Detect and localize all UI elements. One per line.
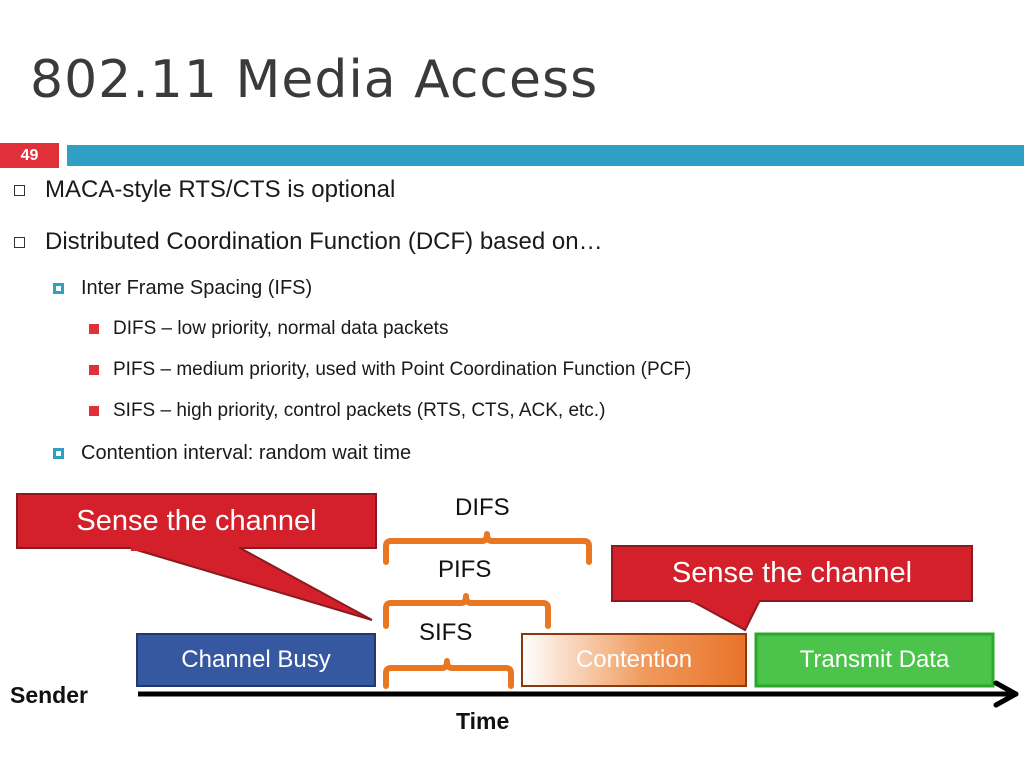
red-square-bullet-icon [89,365,99,375]
sense-channel-callout-right [611,545,973,632]
bullet-dcf: Distributed Coordination Function (DCF) … [14,228,603,256]
pifs-brace [383,593,551,629]
pifs-label: PIFS [438,556,492,583]
bullet-text: Distributed Coordination Function (DCF) … [45,228,603,255]
difs-label: DIFS [455,494,510,521]
bullet-ifs: Inter Frame Spacing (IFS) [53,277,312,300]
bullet-text: Contention interval: random wait time [81,442,412,464]
slide-number-badge: 49 [0,143,59,168]
bullet-contention: Contention interval: random wait time [53,442,411,465]
difs-brace [383,531,592,565]
sense-channel-callout-left [16,493,377,621]
bullet-text: SIFS – high priority, control packets (R… [113,400,606,421]
blue-square-bullet-icon [53,283,64,294]
contention-box [521,633,747,687]
blue-square-bullet-icon [53,448,64,459]
hollow-square-bullet-icon [14,185,25,196]
bullet-text: DIFS – low priority, normal data packets [113,318,449,339]
red-square-bullet-icon [89,406,99,416]
callout-right-text: Sense the channel [671,557,913,589]
bullet-rts-cts: MACA-style RTS/CTS is optional [14,176,395,204]
transmit-data-label: Transmit Data [799,646,950,673]
channel-busy-label: Channel Busy [181,646,331,673]
bullet-text: MACA-style RTS/CTS is optional [45,176,396,203]
red-square-bullet-icon [89,324,99,334]
hollow-square-bullet-icon [14,237,25,248]
sender-label: Sender [10,682,88,708]
slide-title: 802.11 Media Access [30,50,599,110]
contention-label: Contention [575,646,693,673]
sifs-label: SIFS [419,619,473,646]
callout-left-text: Sense the channel [76,504,317,537]
sifs-brace [383,658,514,689]
bullet-text: Inter Frame Spacing (IFS) [81,277,313,299]
channel-busy-box [136,633,376,687]
bullet-difs: DIFS – low priority, normal data packets [89,318,448,340]
transmit-data-box [754,632,995,688]
bullet-text: PIFS – medium priority, used with Point … [113,359,692,380]
header-accent-bar [67,145,1024,166]
time-label: Time [456,708,510,734]
slide-number: 49 [20,146,39,164]
time-axis-arrow [138,680,1019,708]
bullet-sifs: SIFS – high priority, control packets (R… [89,400,605,422]
bullet-pifs: PIFS – medium priority, used with Point … [89,359,691,381]
